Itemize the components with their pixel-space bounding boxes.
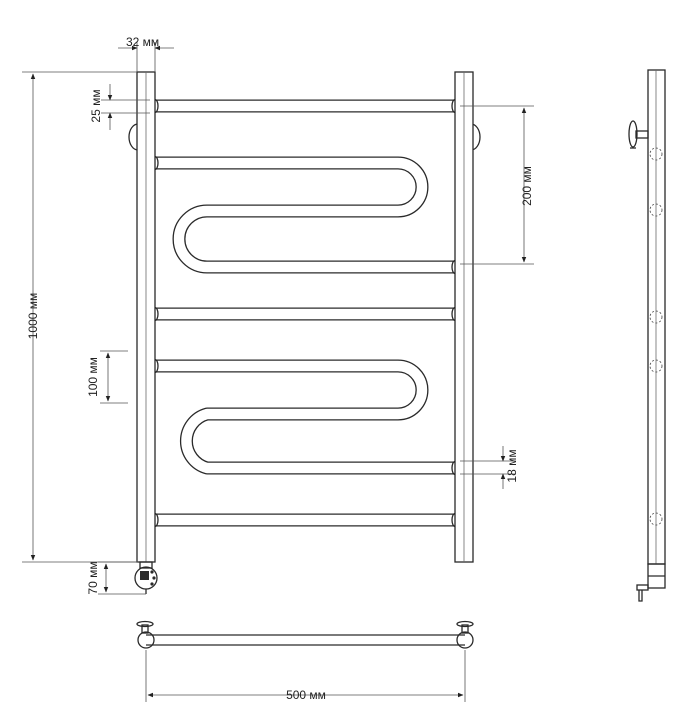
- crossbar-3: [151, 512, 459, 528]
- front-view: [128, 71, 481, 594]
- dim-label-25mm: 25 мм: [89, 89, 103, 122]
- side-mount-bracket: [628, 120, 649, 149]
- serpentine-pipes: [151, 155, 459, 476]
- top-rail-right: [456, 631, 474, 649]
- side-socket: [649, 310, 663, 324]
- dim-label-200mm: 200 мм: [520, 166, 534, 206]
- side-heater: [636, 563, 666, 602]
- side-socket: [649, 359, 663, 373]
- dim-label-500mm: 500 мм: [286, 688, 326, 702]
- dim-label-70mm: 70 мм: [86, 561, 100, 594]
- side-socket: [649, 203, 663, 217]
- top-view: [136, 620, 474, 649]
- dim-label-100mm: 100 мм: [86, 357, 100, 397]
- top-mount-left: [136, 620, 154, 634]
- dimension-lines: [22, 42, 534, 702]
- side-socket: [649, 147, 663, 161]
- side-socket: [649, 512, 663, 526]
- crossbar-1: [151, 98, 459, 114]
- serpentine-lower: [151, 358, 459, 476]
- serpentine-upper: [151, 155, 459, 275]
- dim-label-32mm: 32 мм: [126, 35, 159, 49]
- side-rail: [647, 69, 666, 565]
- dim-label-1000mm: 1000 мм: [26, 293, 40, 340]
- crossbar-2: [151, 306, 459, 322]
- crossbars: [151, 98, 459, 528]
- top-mount-right: [456, 620, 474, 634]
- heater-thermostat: [134, 561, 158, 594]
- top-rail-left: [137, 631, 155, 649]
- dim-label-18mm: 18 мм: [505, 449, 519, 482]
- side-view: [628, 69, 666, 602]
